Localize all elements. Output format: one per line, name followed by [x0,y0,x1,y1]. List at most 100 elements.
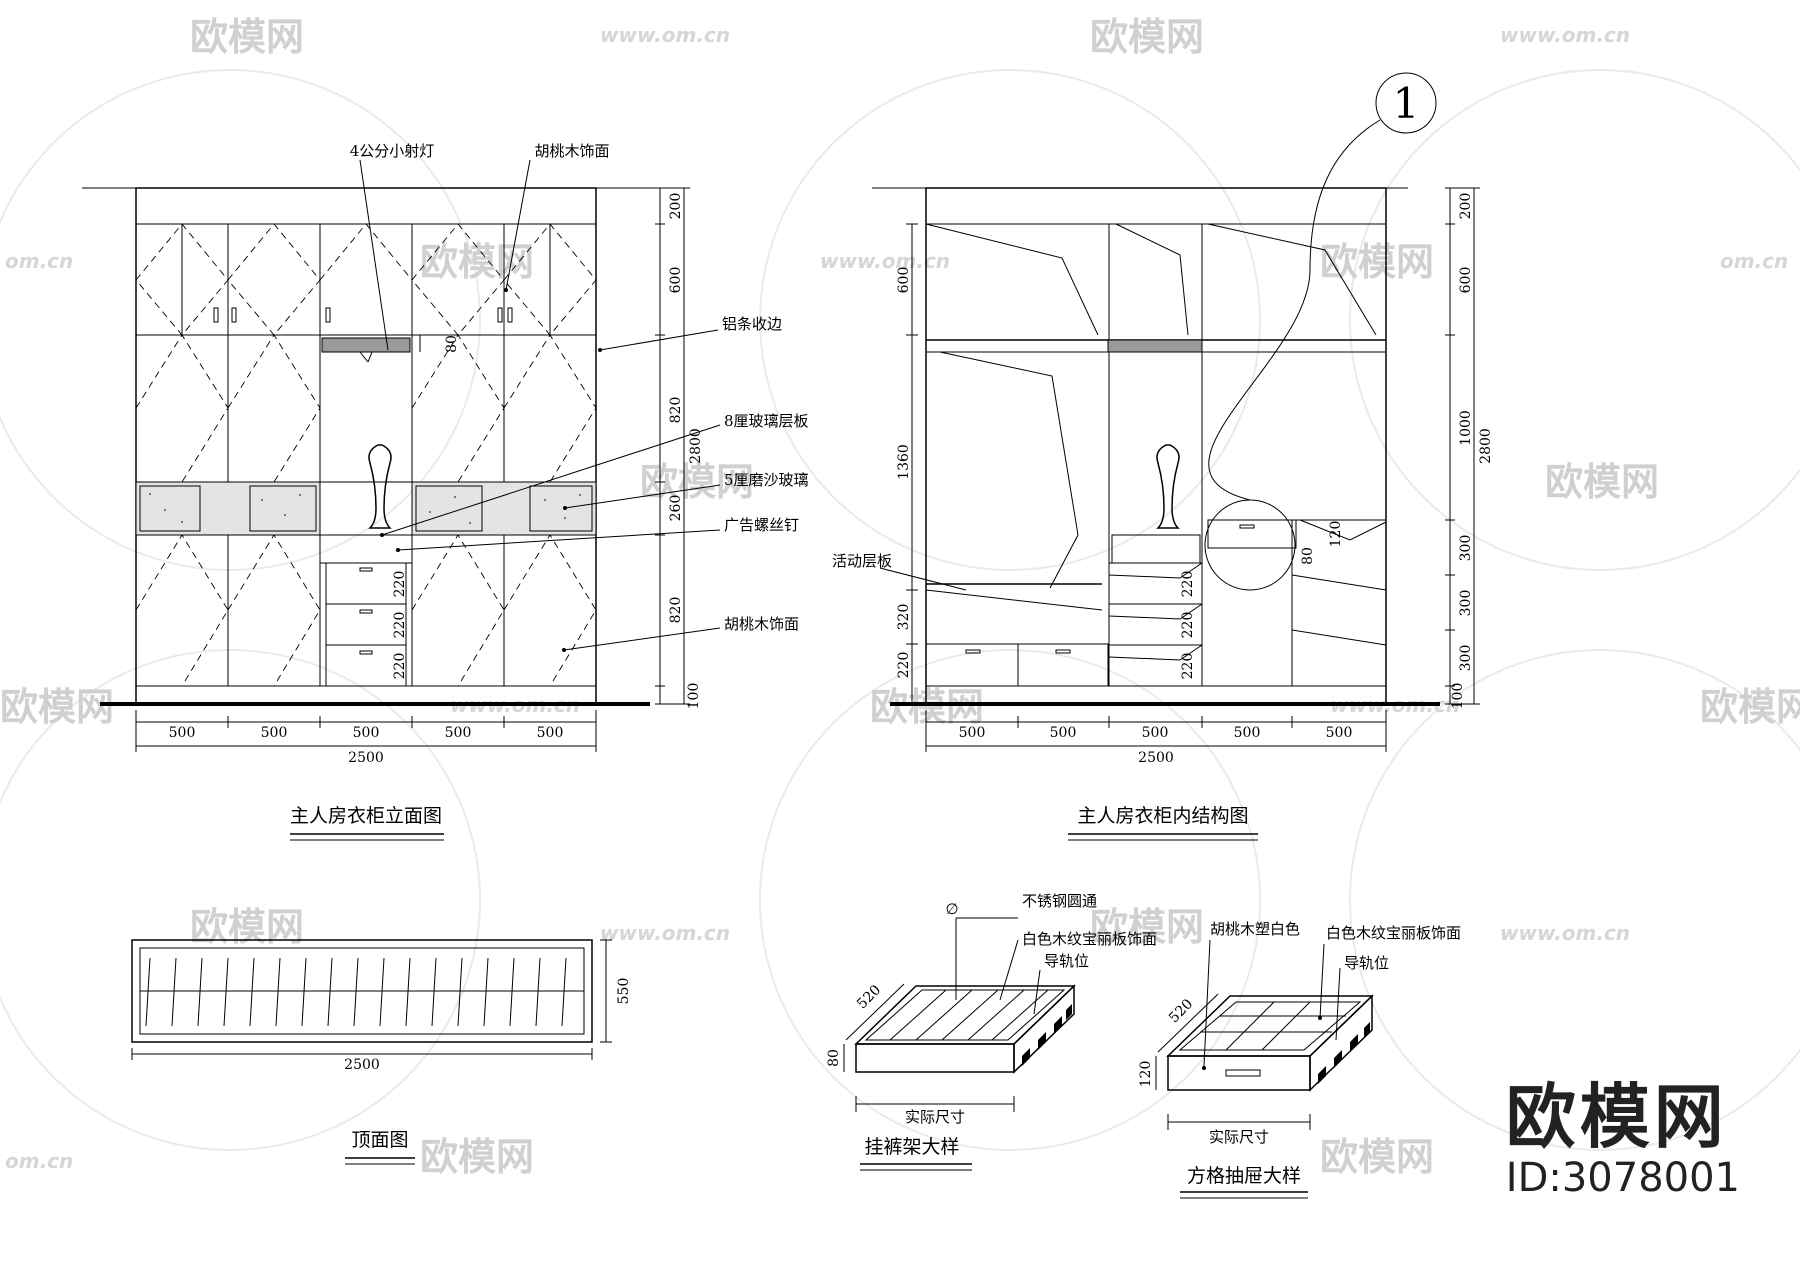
dim-drawer: 220 [392,571,408,598]
dim-600: 600 [1458,267,1474,294]
watermark-logo: 欧模网 [1545,460,1659,504]
dim-total-width: 2500 [348,750,384,766]
dim-300: 300 [1458,535,1474,562]
structure-left-ticks [906,223,918,705]
dim-260: 260 [668,495,684,522]
label-stainless-tube: 不锈钢圆通 [1022,892,1097,910]
title-elevation: 主人房衣柜立面图 [290,805,442,827]
dim-module: 500 [445,725,472,741]
label-actual-size: 实际尺寸 [905,1108,965,1126]
dim-module: 500 [959,725,986,741]
watermark-url: www.om.cn [820,249,950,273]
watermark-logo: 欧模网 [1090,15,1204,59]
title-trouser-rack: 挂裤架大样 [864,1136,959,1158]
callout-number: 1 [1393,79,1420,128]
dim-drawer: 220 [1180,653,1196,680]
dim-module: 500 [537,725,564,741]
watermark-logo: 欧模网 [1320,240,1434,284]
label-white-wood-board: 白色木纹宝丽板饰面 [1326,924,1461,942]
label-walnut-veneer-bottom: 胡桃木饰面 [724,615,799,633]
dim-drawer-depth: 520 [1166,996,1196,1026]
label-spotlight: 4公分小射灯 [350,142,435,160]
watermark-logo: 欧模网 [0,685,114,729]
dim-module: 500 [1142,725,1169,741]
trouser-rack-detail: 520 80 实际尺寸 ∅ 不锈钢圆通 白色木纹宝丽板饰面 导轨位 挂裤架大样 [826,892,1157,1171]
watermark-url: www.om.cn [1500,921,1630,945]
top-view: 550 2500 顶面图 [131,939,632,1165]
watermark-url: www.om.cn [600,23,730,47]
title-top-view: 顶面图 [351,1129,408,1151]
structure-bottom-ticks [925,710,1387,752]
dim-module: 500 [1050,725,1077,741]
structure-dim-ticks [1445,187,1480,705]
dim-total-width: 2500 [1138,750,1174,766]
dim-module: 500 [169,725,196,741]
dim-600: 600 [896,267,912,294]
brand-block: 欧模网 ID:3078001 [1506,1082,1740,1198]
grid-drawer-detail: 520 120 实际尺寸 胡桃木塑白色 白色木纹宝丽板饰面 导轨位 方格抽屉大样 [1138,920,1461,1199]
dim-total-height: 2800 [688,428,704,464]
vase-icon [1156,444,1180,529]
title-structure: 主人房衣柜内结构图 [1077,805,1248,827]
label-guide-rail: 导轨位 [1044,952,1089,970]
frosted-glass-stipple [149,493,581,524]
brand-id: ID:3078001 [1505,1155,1740,1201]
elevation-bottom-ticks [135,710,597,752]
dim-300: 300 [1458,645,1474,672]
wardrobe-elevation: 200 600 820 260 820 100 2800 80 220 220 … [82,142,809,841]
watermark-circles [0,69,1800,1151]
watermark-logo: 欧模网 [1700,685,1800,729]
dim-100: 100 [1450,683,1466,710]
diameter-symbol: ∅ [945,900,958,918]
watermark-logo: 欧模网 [1090,905,1204,949]
watermark-url: om.cn [5,249,73,273]
drawer-rail-hatch [1318,1022,1370,1084]
dim-detail-120: 120 [1328,521,1344,548]
rack-rail-hatch [1022,1004,1072,1066]
callout-leader [1208,119,1381,501]
watermark-logo: 欧模网 [1320,1135,1434,1179]
dim-drawer: 220 [392,612,408,639]
label-white-wood-board: 白色木纹宝丽板饰面 [1022,930,1157,948]
dim-depth: 550 [616,978,632,1005]
dim-220: 220 [896,652,912,679]
dim-200: 200 [668,193,684,220]
dim-1360: 1360 [896,444,912,480]
elevation-dim-ticks [655,187,690,705]
dim-lamp-box: 80 [444,335,460,353]
watermark-url: om.cn [1720,249,1788,273]
watermark-layer: 欧模网 欧模网 www.om.cn www.om.cn om.cn www.om… [0,15,1800,1179]
wardrobe-structure: 1 200 600 1000 300 300 300 100 2800 600 … [832,72,1494,841]
rack-tubes [889,989,1049,1041]
label-walnut-veneer-top: 胡桃木饰面 [534,142,609,160]
watermark-logo: 欧模网 [190,905,304,949]
title-grid-drawer: 方格抽屉大样 [1187,1165,1301,1187]
label-walnut-white: 胡桃木塑白色 [1210,920,1300,938]
dim-module: 500 [353,725,380,741]
dim-320: 320 [896,604,912,631]
watermark-url: www.om.cn [1500,23,1630,47]
watermark-url: www.om.cn [600,921,730,945]
label-guide-rail: 导轨位 [1344,954,1389,972]
dim-1000: 1000 [1458,410,1474,446]
dim-drawer: 220 [1180,612,1196,639]
dim-600: 600 [668,267,684,294]
dim-total-height: 2800 [1478,428,1494,464]
dim-820: 820 [668,597,684,624]
dim-100: 100 [686,683,702,710]
dim-rack-height: 80 [826,1049,842,1067]
label-aluminum-edge: 铝条收边 [722,315,782,333]
vase-icon [368,444,392,529]
label-adjustable-shelf: 活动层板 [832,552,892,570]
label-screw-nail: 广告螺丝钉 [724,516,799,534]
dim-module: 500 [261,725,288,741]
watermark-logo: 欧模网 [420,1135,534,1179]
label-actual-size: 实际尺寸 [1209,1128,1269,1146]
dim-300: 300 [1458,590,1474,617]
dim-820: 820 [668,397,684,424]
dim-module: 500 [1326,725,1353,741]
dim-drawer-height: 120 [1138,1061,1154,1088]
dim-detail-80: 80 [1300,547,1316,565]
